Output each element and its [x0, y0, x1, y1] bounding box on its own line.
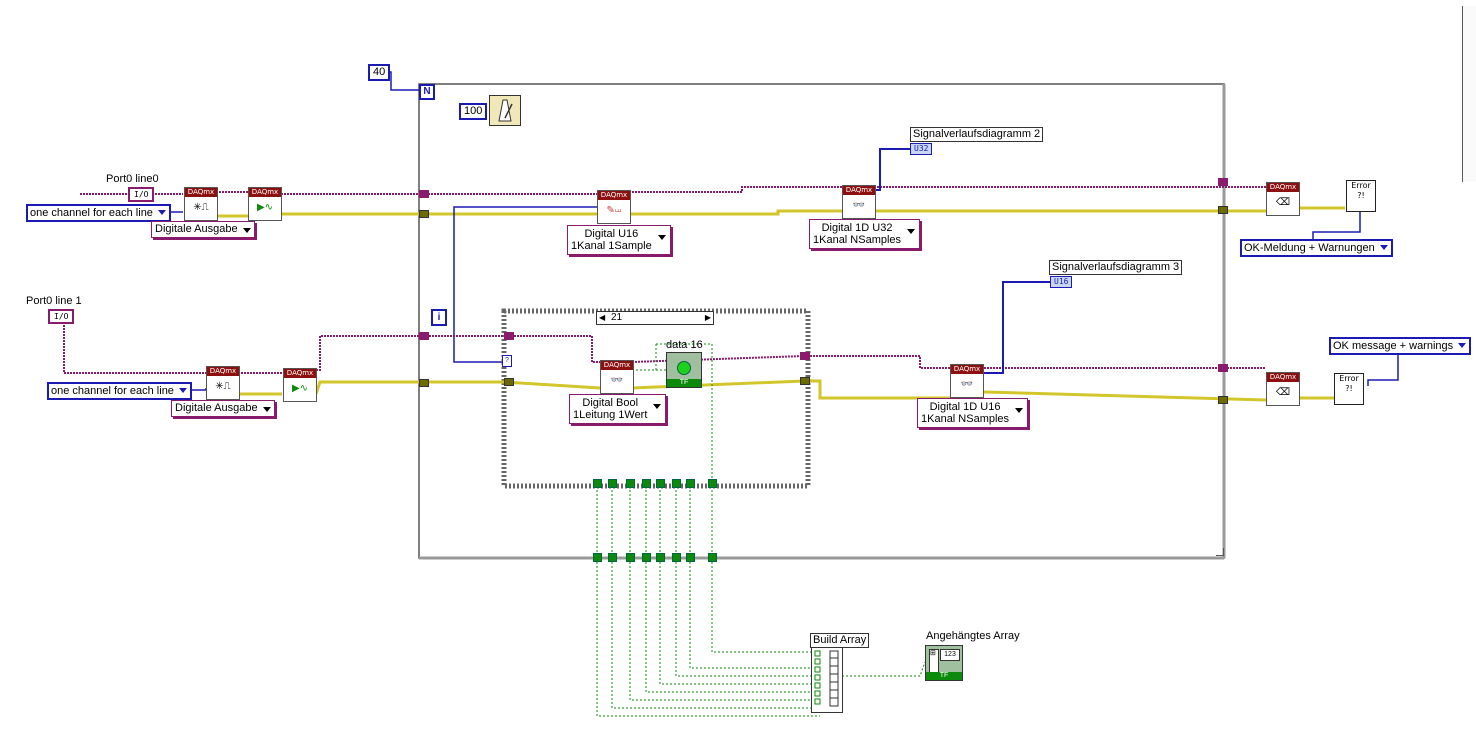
read-vi-bool[interactable]: DAQmx👓: [600, 360, 634, 394]
glasses-read-icon: 👓: [960, 379, 974, 390]
task-tunnel-top-right: [1218, 178, 1228, 186]
task-tunnel-bottom-left: [419, 332, 429, 340]
create-channel-vi-line0[interactable]: DAQmx✳⎍: [184, 187, 218, 221]
port0-line1-label: Port0 line 1: [26, 295, 82, 307]
case-selector-terminal: ?: [502, 355, 512, 367]
clear-task-vi-top[interactable]: DAQmx⌫: [1266, 182, 1300, 216]
case-error-tunnel-out: [800, 377, 810, 385]
build-array-node[interactable]: [811, 647, 843, 713]
appended-array-indicator[interactable]: ⊞ 123 TF: [925, 645, 963, 681]
resize-corner[interactable]: [1216, 548, 1224, 556]
create-channel-icon: ✳⎍: [193, 202, 209, 213]
case-selector-label[interactable]: ◀ 21 ▶: [596, 311, 714, 325]
task-tunnel-top-left: [419, 190, 429, 198]
led-icon: [677, 361, 691, 375]
write-vi-u16[interactable]: DAQmx✎⏙: [597, 190, 631, 224]
create-channel-vi-line1[interactable]: DAQmx✳⎍: [206, 366, 240, 400]
data16-led-indicator[interactable]: TF: [666, 352, 702, 388]
case-value: 21: [611, 312, 623, 323]
u16-indicator-terminal[interactable]: U16: [1050, 276, 1073, 288]
pencil-write-icon: ✎⏙: [606, 205, 622, 216]
start-task-vi-line0[interactable]: DAQmx▶∿: [248, 187, 282, 221]
appended-array-label: Angehängtes Array: [926, 630, 1020, 642]
data16-label: data 16: [666, 339, 703, 351]
start-play-icon: ▶∿: [256, 202, 274, 213]
ok-warnings-ring-de[interactable]: OK-Meldung + Warnungen: [1240, 239, 1393, 257]
error-tunnel-top-right: [1218, 206, 1228, 214]
case-error-tunnel-in: [504, 378, 514, 386]
loop-count-terminal: N: [419, 84, 435, 100]
eraser-clear-icon: ⌫: [1275, 197, 1291, 208]
wait-metronome-icon[interactable]: [489, 95, 521, 126]
signal-chart-2-label: Signalverlaufsdiagramm 2: [910, 127, 1044, 142]
output-polymorphic-line1[interactable]: Digitale Ausgabe: [171, 400, 275, 417]
io-line1-constant[interactable]: I/O: [48, 309, 75, 324]
case-task-tunnel-in: [504, 332, 514, 340]
build-array-label: Build Array: [810, 633, 870, 648]
array-index-display: 123: [940, 649, 960, 661]
io-line0-constant[interactable]: I/O: [128, 187, 155, 202]
side-panel-edge: [1462, 6, 1476, 182]
eraser-clear-icon: ⌫: [1275, 387, 1291, 398]
signal-chart-3-label: Signalverlaufsdiagramm 3: [1049, 260, 1183, 275]
case-next-icon[interactable]: ▶: [704, 313, 711, 322]
error-handler-bottom-icon[interactable]: Error ?!: [1334, 373, 1364, 405]
output-polymorphic-line0[interactable]: Digitale Ausgabe: [151, 221, 255, 238]
read-vi-u16[interactable]: DAQmx👓: [950, 364, 984, 398]
glasses-read-icon: 👓: [610, 375, 624, 386]
ok-warnings-ring-en[interactable]: OK message + warnings: [1329, 337, 1472, 355]
wait-ms-constant[interactable]: 100: [459, 103, 488, 120]
tf-type-label: TF: [926, 672, 962, 680]
channel-ring-line1[interactable]: one channel for each line: [47, 382, 192, 400]
case-prev-icon[interactable]: ◀: [599, 313, 606, 322]
error-tunnel-bottom-right: [1218, 396, 1228, 404]
for-loop-border: [418, 83, 1225, 559]
array-index-icon: ⊞: [929, 649, 939, 673]
glasses-read-icon: 👓: [852, 200, 866, 211]
error-handler-top-icon[interactable]: Error ?!: [1346, 180, 1376, 212]
build-array-icon: [814, 650, 839, 707]
task-tunnel-bottom-right: [1218, 364, 1228, 372]
error-tunnel-top-left: [419, 210, 429, 218]
create-channel-icon: ✳⎍: [215, 381, 231, 392]
start-play-icon: ▶∿: [291, 383, 309, 394]
loop-count-constant[interactable]: 40: [368, 64, 391, 81]
iteration-terminal: i: [431, 309, 447, 326]
tf-type-label: TF: [667, 379, 701, 387]
error-tunnel-bottom-left: [419, 379, 429, 387]
port0-line0-label: Port0 line0: [106, 173, 159, 185]
read-vi-u32[interactable]: DAQmx👓: [842, 185, 876, 219]
clear-task-vi-bottom[interactable]: DAQmx⌫: [1266, 372, 1300, 406]
case-task-tunnel-out: [800, 352, 810, 360]
channel-ring-line0[interactable]: one channel for each line: [26, 204, 171, 222]
start-task-vi-line1[interactable]: DAQmx▶∿: [283, 368, 317, 402]
u32-indicator-terminal[interactable]: U32: [910, 143, 933, 155]
